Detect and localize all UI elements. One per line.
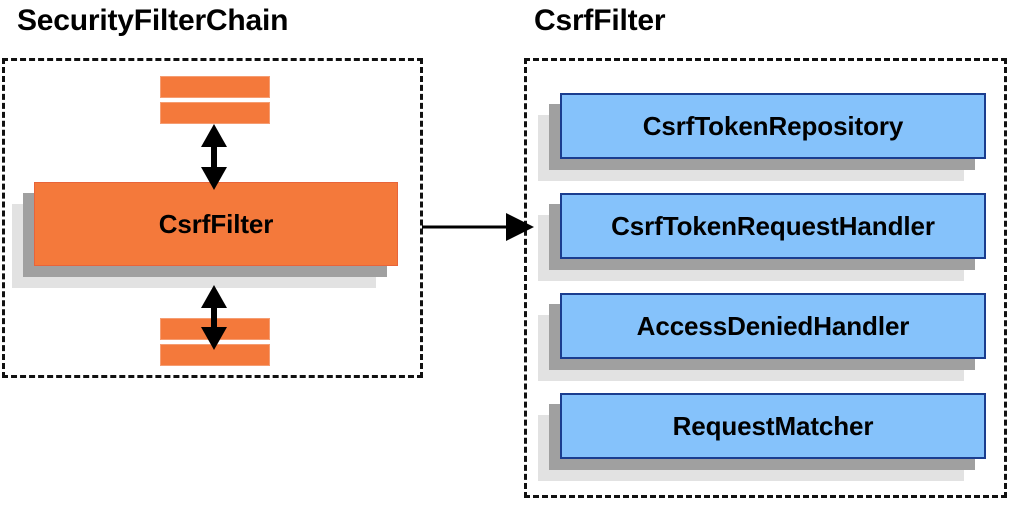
- collaborator-label-access-denied-handler: AccessDeniedHandler: [636, 310, 910, 341]
- block-face: CsrfTokenRepository: [560, 93, 986, 159]
- collaborator-block-1[interactable]: CsrfTokenRequestHandler: [538, 193, 986, 281]
- filter-bar-below-2[interactable]: [160, 344, 270, 366]
- security-filter-chain-panel: [2, 58, 423, 378]
- collaborator-block-0[interactable]: CsrfTokenRepository: [538, 93, 986, 181]
- collaborator-label-csrf-token-repository: CsrfTokenRepository: [642, 110, 904, 141]
- csrf-filter-block[interactable]: CsrfFilter: [12, 182, 398, 288]
- block-face: RequestMatcher: [560, 393, 986, 459]
- block-face: AccessDeniedHandler: [560, 293, 986, 359]
- csrf-filter-block-label: CsrfFilter: [158, 208, 274, 239]
- csrf-filter-panel: [524, 58, 1007, 498]
- block-face: CsrfFilter: [34, 182, 398, 266]
- filter-bar-below-1[interactable]: [160, 318, 270, 340]
- filter-bar-above-2[interactable]: [160, 102, 270, 124]
- collaborator-block-2[interactable]: AccessDeniedHandler: [538, 293, 986, 381]
- page-title-csrf-filter: CsrfFilter: [534, 4, 666, 37]
- page-title-security-filter-chain: SecurityFilterChain: [17, 4, 289, 37]
- block-face: CsrfTokenRequestHandler: [560, 193, 986, 259]
- filter-bar-above-1[interactable]: [160, 76, 270, 98]
- collaborator-block-3[interactable]: RequestMatcher: [538, 393, 986, 481]
- collaborator-label-request-matcher: RequestMatcher: [672, 410, 874, 441]
- collaborator-label-csrf-token-request-handler: CsrfTokenRequestHandler: [611, 210, 935, 241]
- arrow-right-icon: [422, 213, 534, 241]
